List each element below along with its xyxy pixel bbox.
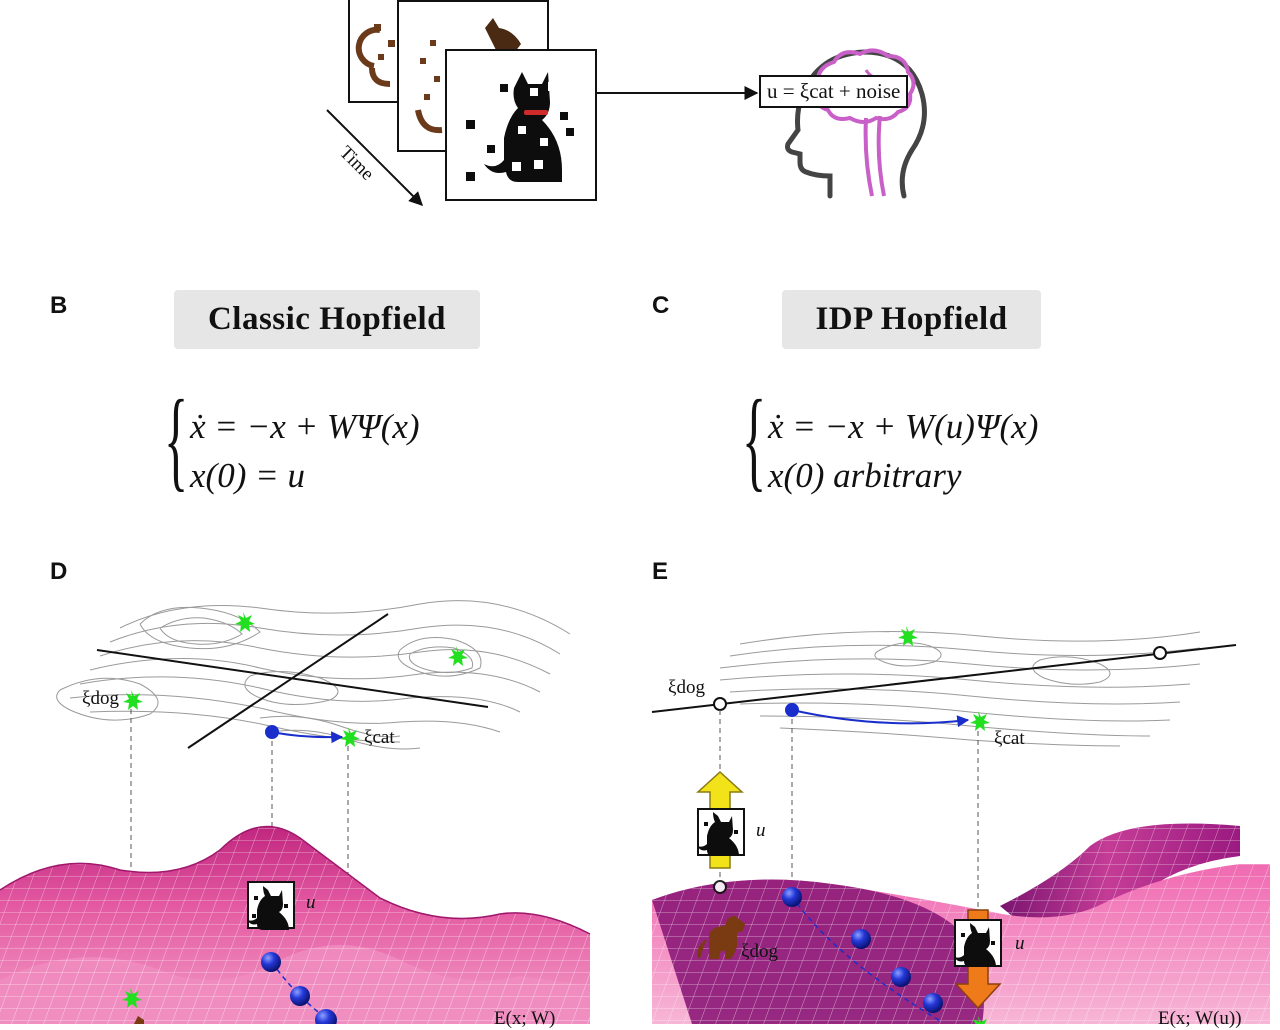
descent-trajectory-e [782, 887, 943, 1023]
panel-letter-c: C [652, 292, 670, 319]
up-arrow-yellow [696, 770, 745, 869]
label-cat-e: ξcat [994, 728, 1025, 749]
label-u-e-top: u [756, 820, 766, 841]
star-d-surface [122, 988, 142, 1008]
boundary-line-d2 [187, 613, 389, 749]
star-d-top [235, 612, 255, 632]
label-u-e-bottom: u [1015, 933, 1025, 954]
label-dog-e-bottom: ξdog [741, 941, 778, 962]
energy-label-d: E(x; W) [494, 1008, 556, 1029]
brace-b: { [164, 378, 189, 502]
cat-icon [484, 72, 562, 182]
idp-eq-line1: ẋ = −x + W(u)Ψ(x) [768, 407, 1039, 446]
panel-a [326, 0, 927, 206]
label-cat-d: ξcat [364, 727, 395, 748]
idp-hopfield-title: IDP Hopfield [782, 290, 1041, 349]
dog-icon-e [697, 916, 746, 959]
label-dog-d: ξdog [82, 688, 119, 709]
brain-head-icon [785, 48, 927, 199]
contour-plane-e [719, 631, 1201, 747]
star-e-surface [973, 1016, 987, 1024]
brace-c: { [742, 378, 767, 502]
time-arrow [326, 109, 423, 206]
input-equation-box: u = ξcat + noise [759, 75, 909, 108]
start-state-dot-d [265, 725, 279, 739]
star-e-top [898, 626, 918, 646]
frame-cat-front [445, 49, 597, 201]
panel-letter-b: B [50, 292, 68, 319]
label-dog-e-top: ξdog [668, 677, 705, 698]
down-arrow-orange [954, 909, 1002, 1010]
star-d-right [448, 646, 468, 666]
dog-icon-d [134, 1016, 144, 1024]
panel-d [0, 600, 591, 1024]
star-d-dog [123, 690, 143, 710]
descent-trajectory-d [261, 952, 337, 1024]
classic-hopfield-title: Classic Hopfield [174, 290, 480, 349]
panel-letter-e: E [652, 558, 669, 585]
classic-eq-line1: ẋ = −x + WΨ(x) [190, 407, 420, 446]
energy-label-e: E(x; W(u)) [1158, 1008, 1242, 1029]
star-d-cat [340, 727, 360, 747]
classic-eq-line2: x(0) = u [190, 456, 305, 495]
attractor-stars-d [122, 612, 468, 1008]
boundary-line-e [651, 644, 1237, 713]
star-e-cat [970, 711, 990, 731]
panel-e [651, 631, 1270, 1024]
contour-plane-d [56, 600, 571, 750]
panel-letter-d: D [50, 558, 68, 585]
attractor-stars-e [898, 626, 990, 1024]
cat-input-icon-d [247, 881, 295, 930]
label-u-d: u [306, 892, 316, 913]
idp-eq-line2: x(0) arbitrary [768, 456, 962, 495]
